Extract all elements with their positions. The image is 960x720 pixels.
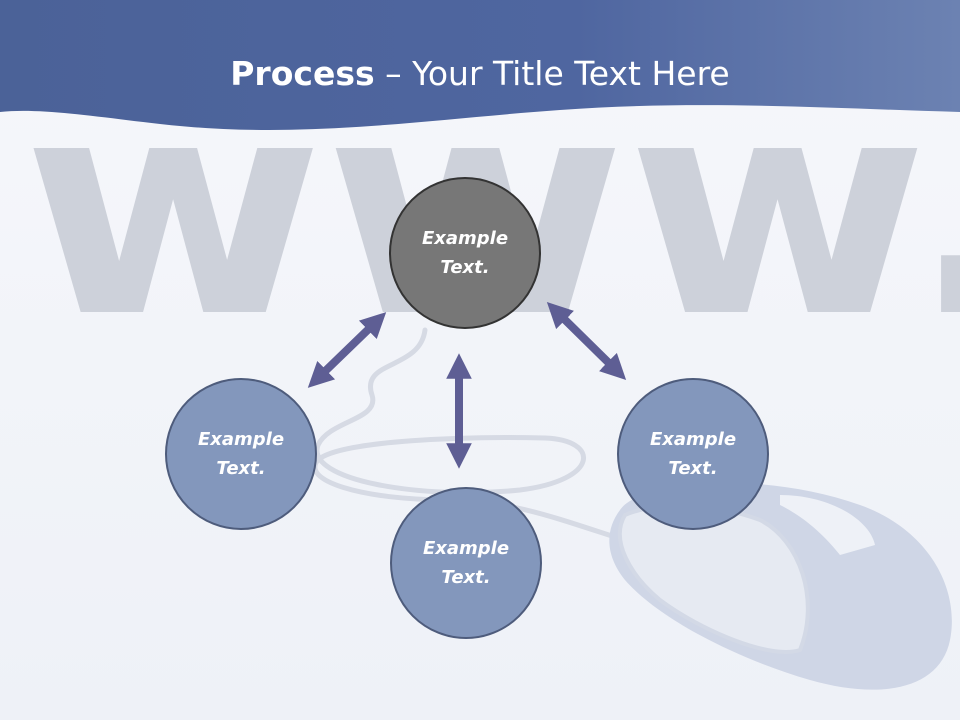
arrow-center-right xyxy=(546,302,627,380)
title-bold: Process xyxy=(230,54,375,93)
node-right-line2: Text. xyxy=(668,458,718,479)
title-rest: – Your Title Text Here xyxy=(374,54,730,93)
node-center-line1: Example xyxy=(421,228,509,249)
node-left-line1: Example xyxy=(197,429,285,450)
node-center-line2: Text. xyxy=(440,257,490,278)
node-left-line2: Text. xyxy=(216,458,266,479)
mouse-illustration xyxy=(609,482,952,690)
node-bottom-line1: Example xyxy=(422,538,510,559)
arrow-center-left xyxy=(307,312,387,388)
node-right-line1: Example xyxy=(649,429,737,450)
header-band xyxy=(0,0,960,130)
page-title: Process – Your Title Text Here xyxy=(0,52,960,96)
node-bottom-line2: Text. xyxy=(441,567,491,588)
